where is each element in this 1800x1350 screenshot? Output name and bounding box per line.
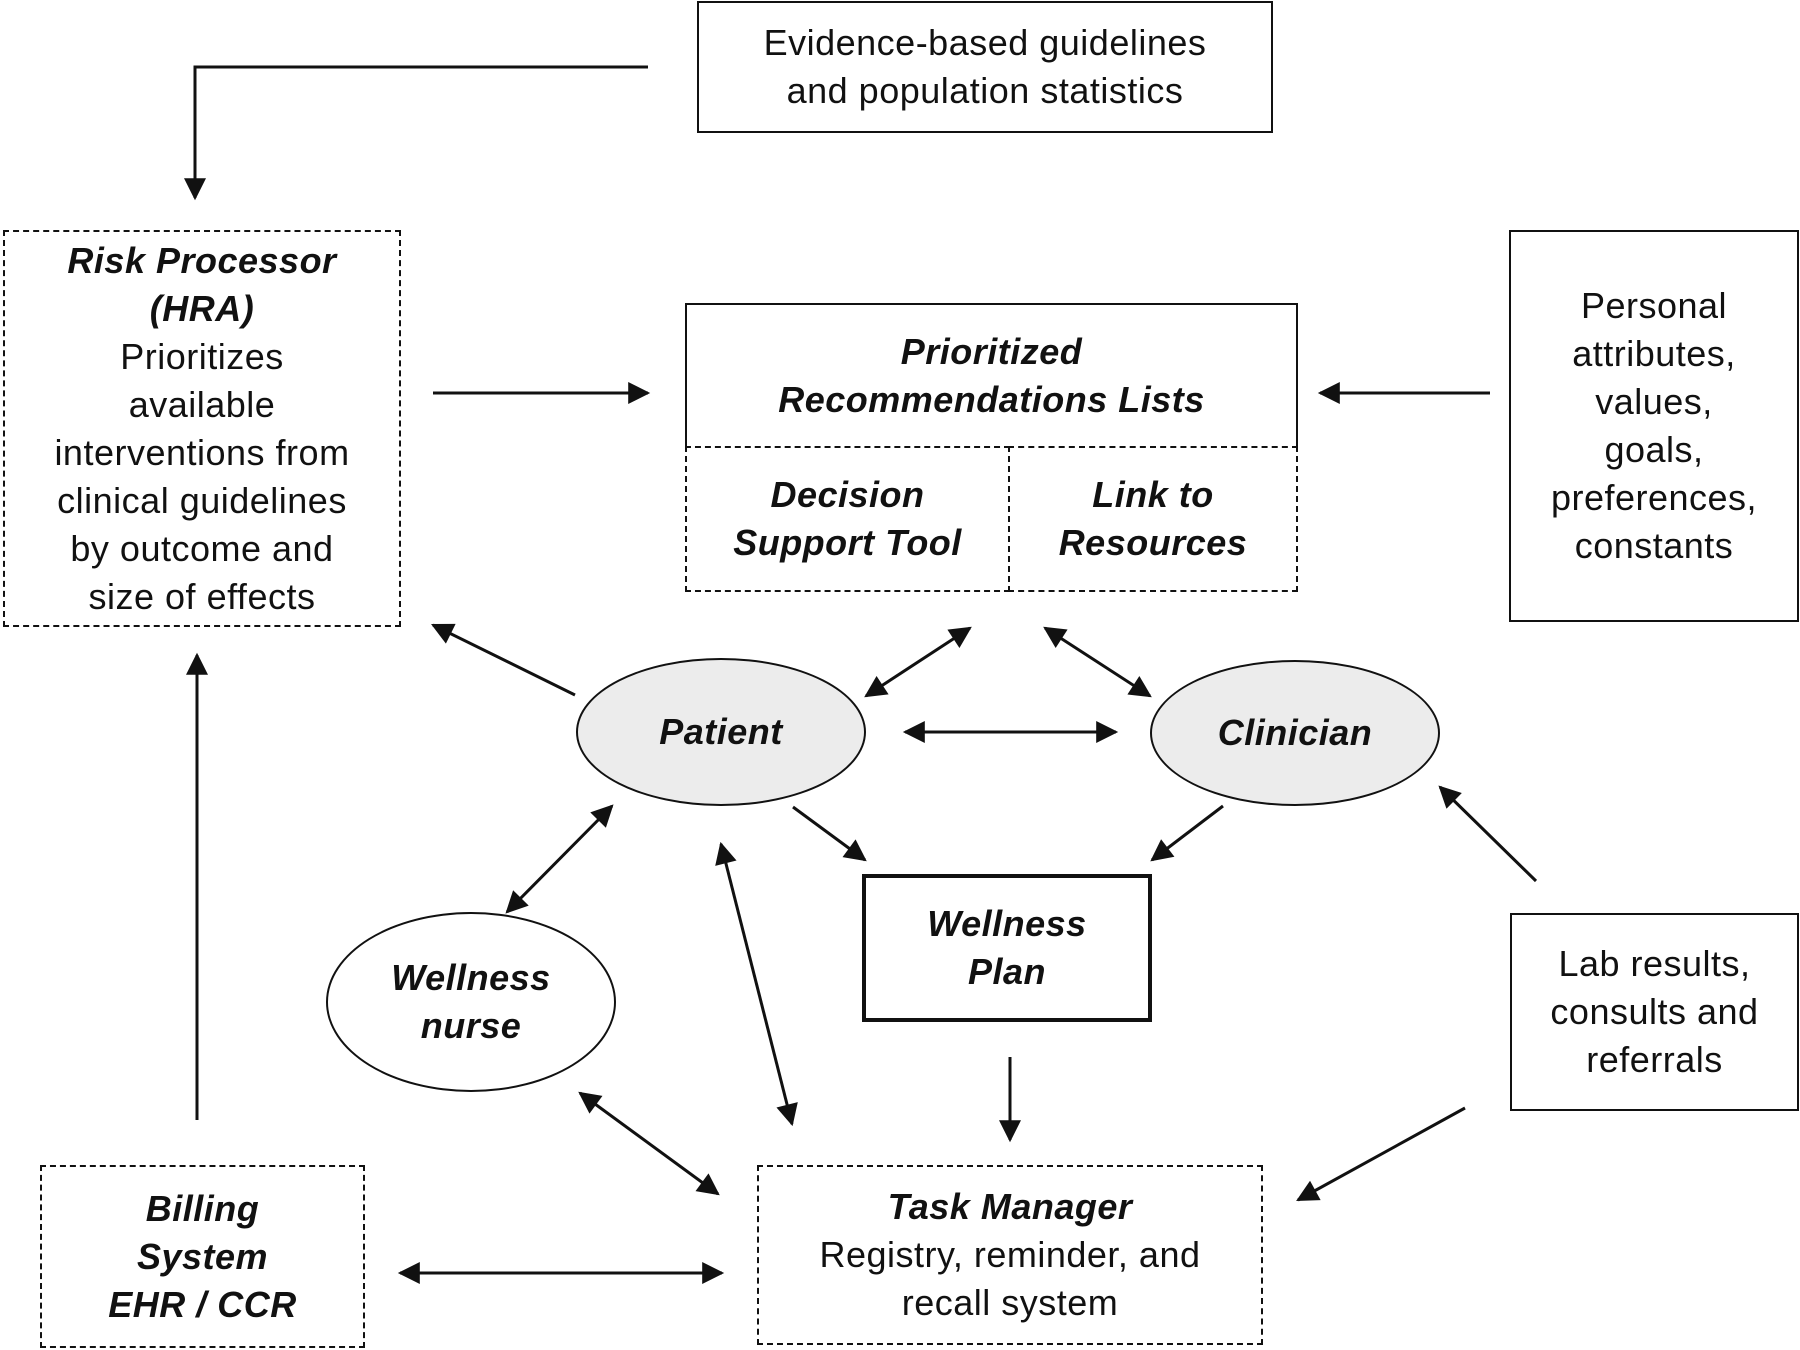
personal-attributes-box: Personal attributes, values, goals, pref… bbox=[1509, 230, 1799, 622]
wellness-plan-title: Wellness Plan bbox=[927, 903, 1087, 992]
task-manager-box: Task Manager Registry, reminder, and rec… bbox=[757, 1165, 1263, 1345]
risk-processor-description: Prioritizes available interventions from… bbox=[54, 335, 350, 617]
decision-support-title: Decision Support Tool bbox=[733, 474, 962, 563]
personal-attributes-text: Personal attributes, values, goals, pref… bbox=[1550, 285, 1758, 566]
recommendations-title: Prioritized Recommendations Lists bbox=[778, 330, 1205, 420]
patient-label: Patient bbox=[659, 711, 783, 752]
edge-wellness-nurse-task-manager bbox=[578, 1091, 720, 1196]
edge-patient-to-wellness-plan bbox=[792, 805, 867, 862]
lab-results-text: Lab results, consults and referrals bbox=[1550, 943, 1759, 1080]
billing-system-box: Billing System EHR / CCR bbox=[40, 1165, 365, 1348]
lab-results-box: Lab results, consults and referrals bbox=[1510, 913, 1799, 1111]
wellness-nurse-title: Wellness nurse bbox=[391, 957, 551, 1046]
edge-lab-results-to-task-manager bbox=[1296, 1106, 1466, 1202]
recommendations-box: Prioritized Recommendations Lists bbox=[685, 303, 1298, 448]
wellness-nurse-ellipse: Wellness nurse bbox=[326, 912, 616, 1092]
edge-patient-task-manager bbox=[715, 841, 798, 1127]
edge-patient-to-risk-processor bbox=[431, 623, 576, 697]
decision-support-tool-box: Decision Support Tool bbox=[685, 446, 1010, 592]
risk-processor-box: Risk Processor (HRA) Prioritizes availab… bbox=[3, 230, 401, 627]
edge-evidence-to-risk-processor bbox=[184, 65, 648, 201]
link-to-resources-box: Link to Resources bbox=[1008, 446, 1298, 592]
edge-lab-results-to-clinician bbox=[1438, 785, 1538, 883]
link-to-resources-title: Link to Resources bbox=[1058, 474, 1248, 563]
billing-system-title: Billing System EHR / CCR bbox=[108, 1187, 297, 1325]
edge-clinician-to-wellness-plan bbox=[1150, 804, 1224, 862]
task-manager-description: Registry, reminder, and recall system bbox=[819, 1234, 1201, 1323]
patient-ellipse: Patient bbox=[576, 658, 866, 806]
edge-patient-wellness-nurse bbox=[505, 804, 614, 914]
clinician-label: Clinician bbox=[1217, 712, 1373, 753]
edge-recommendations-patient bbox=[864, 626, 972, 698]
clinician-ellipse: Clinician bbox=[1150, 660, 1440, 806]
edge-recommendations-clinician bbox=[1043, 626, 1152, 698]
risk-processor-title: Risk Processor (HRA) bbox=[67, 239, 337, 329]
evidence-guidelines-box: Evidence-based guidelines and population… bbox=[697, 1, 1273, 133]
wellness-plan-box: Wellness Plan bbox=[862, 874, 1152, 1022]
evidence-text: Evidence-based guidelines and population… bbox=[763, 22, 1207, 111]
task-manager-title: Task Manager bbox=[887, 1186, 1133, 1227]
